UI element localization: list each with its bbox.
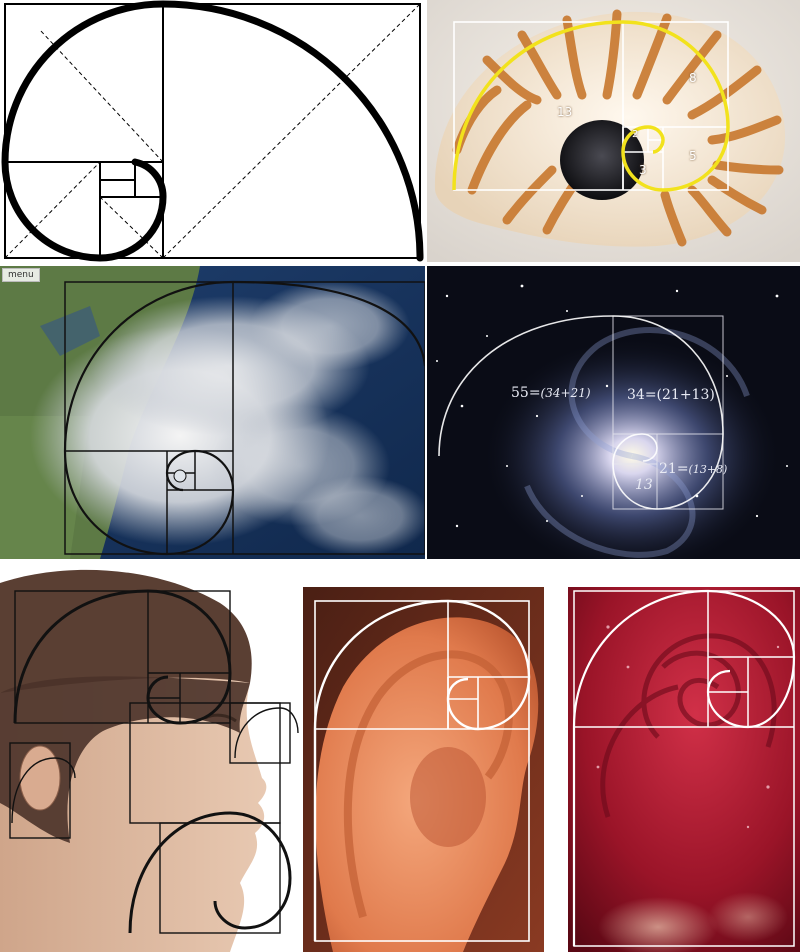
map-menu-button[interactable]: menu (2, 268, 40, 282)
nautilus-shell-panel: 13 8 5 3 2 (427, 0, 800, 262)
galaxy-label-21: 21=(13+8) (659, 462, 727, 476)
hurricane-golden-spiral (63, 280, 425, 556)
hurricane-panel: menu (0, 266, 425, 559)
rose-panel (568, 587, 800, 952)
galaxy-label-55-main: 55= (511, 385, 541, 401)
ear-image (303, 587, 544, 952)
galaxy-label-34: 34=(21+13) (627, 387, 715, 403)
golden-spiral (1, 0, 424, 262)
spiral-galaxy-image (427, 266, 800, 559)
galaxy-golden-spiral (438, 315, 724, 510)
shell-label-2: 2 (632, 129, 639, 140)
galaxy-label-55-paren: (34+21) (540, 386, 591, 400)
galaxy-panel: 55=(34+21) 34=(21+13) 21=(13+8) 13 (427, 266, 800, 559)
golden-spiral-diagram (1, 0, 424, 262)
shell-label-13: 13 (557, 105, 573, 119)
face-profile-image (0, 563, 300, 952)
hurricane-eye-icon (173, 469, 187, 483)
shell-label-8: 8 (689, 71, 697, 85)
ear-panel (303, 587, 544, 952)
spiral-diagram-panel (0, 0, 425, 262)
shell-label-3: 3 (639, 163, 647, 177)
hurricane-satellite-image (0, 266, 425, 559)
face-profile-panel (0, 563, 300, 952)
galaxy-label-13: 13 (635, 477, 653, 493)
ear-golden-spiral (313, 599, 531, 941)
shell-golden-spiral (452, 20, 730, 192)
galaxy-label-21-main: 21= (659, 461, 689, 477)
galaxy-label-21-paren: (13+8) (688, 463, 728, 476)
shell-label-5: 5 (689, 149, 697, 163)
rose-golden-spiral (572, 589, 796, 946)
rose-image (568, 587, 800, 952)
nautilus-shell-image (427, 0, 800, 262)
galaxy-label-55: 55=(34+21) (511, 386, 591, 400)
